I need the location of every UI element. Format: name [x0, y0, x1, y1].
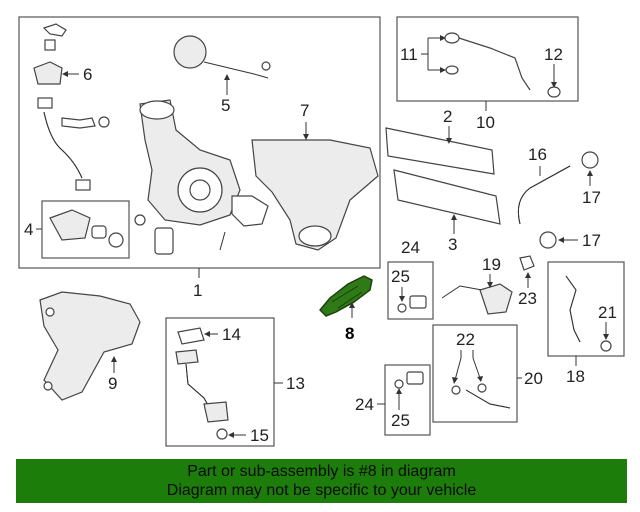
banner-line-1: Part or sub-assembly is #8 in diagram [187, 463, 456, 480]
callout-23: 23 [518, 289, 537, 308]
nut [108, 232, 124, 248]
washer [445, 65, 459, 75]
callout-3: 3 [448, 235, 457, 254]
callout-25b: 25 [391, 411, 410, 430]
callout-1: 1 [193, 281, 202, 300]
assembly-box-24b [384, 364, 431, 436]
assembly-box-24a [387, 261, 434, 320]
hose-clip-lower [75, 179, 91, 191]
heat-shield-9 [39, 291, 141, 401]
hose-clamp-top [42, 23, 67, 37]
callout-24a: 24 [401, 238, 420, 257]
callout-25a: 25 [391, 267, 410, 286]
callout-16: 16 [528, 145, 547, 164]
callout-2: 2 [443, 107, 452, 126]
bushing [91, 225, 107, 239]
callout-10: 10 [476, 113, 495, 132]
callout-18: 18 [566, 367, 585, 386]
hose-clamp [581, 151, 599, 169]
assembly-box-20 [432, 324, 518, 423]
fitting [44, 39, 56, 51]
hose-clamp-lower [539, 231, 557, 249]
nut-small [134, 214, 146, 226]
callout-5: 5 [221, 96, 230, 115]
callout-11: 11 [400, 45, 418, 64]
outlet-pipe [154, 227, 174, 255]
callout-21: 21 [598, 303, 617, 322]
valve-6 [33, 61, 63, 85]
assembly-box-18 [547, 261, 625, 357]
o-ring [216, 428, 228, 440]
clip-23 [519, 255, 535, 271]
callout-6: 6 [83, 65, 92, 84]
highlighted-part-8[interactable] [319, 275, 373, 317]
manifold-gasket [385, 127, 495, 175]
seal-ring [547, 86, 561, 98]
plug-bolt-lower [406, 371, 424, 385]
oil-feed-pipe [449, 34, 531, 91]
callout-8[interactable]: 8 [345, 324, 354, 343]
plug-bolt [409, 295, 427, 309]
compressor-inlet [139, 100, 175, 120]
pipe-fitting [479, 283, 513, 315]
callout-17a: 17 [582, 188, 601, 207]
exhaust-manifold [251, 139, 379, 251]
callout-22: 22 [456, 330, 475, 349]
callout-19: 19 [482, 255, 501, 274]
banjo-fitting [444, 32, 460, 44]
callout-13: 13 [286, 374, 305, 393]
assembly-box-10 [396, 16, 579, 102]
callout-9: 9 [108, 374, 117, 393]
banner-line-2: Diagram may not be specific to your vehi… [166, 482, 477, 499]
actuator-bracket [49, 209, 91, 241]
info-banner: Part or sub-assembly is #8 in diagram Di… [16, 459, 627, 503]
wastegate-actuator [173, 35, 207, 69]
coolant-pipe-20 [465, 389, 511, 409]
hose-connector [61, 117, 96, 129]
flange-gasket [177, 327, 205, 345]
assembly-box-13 [165, 317, 275, 447]
turbo-gasket [231, 195, 269, 227]
callout-14: 14 [222, 325, 241, 344]
pipe-flange [175, 349, 199, 365]
coolant-hose-16 [517, 165, 571, 225]
callout-17b: 17 [582, 231, 601, 250]
callout-4: 4 [24, 220, 33, 239]
clip [261, 61, 271, 71]
callout-20: 20 [524, 369, 543, 388]
callout-12: 12 [544, 45, 563, 64]
callout-24b: 24 [355, 395, 374, 414]
callout-15: 15 [250, 426, 269, 445]
hose-clip [37, 97, 53, 109]
plug [98, 116, 110, 128]
heat-shield-gasket [393, 169, 501, 225]
callout-7: 7 [300, 101, 309, 120]
